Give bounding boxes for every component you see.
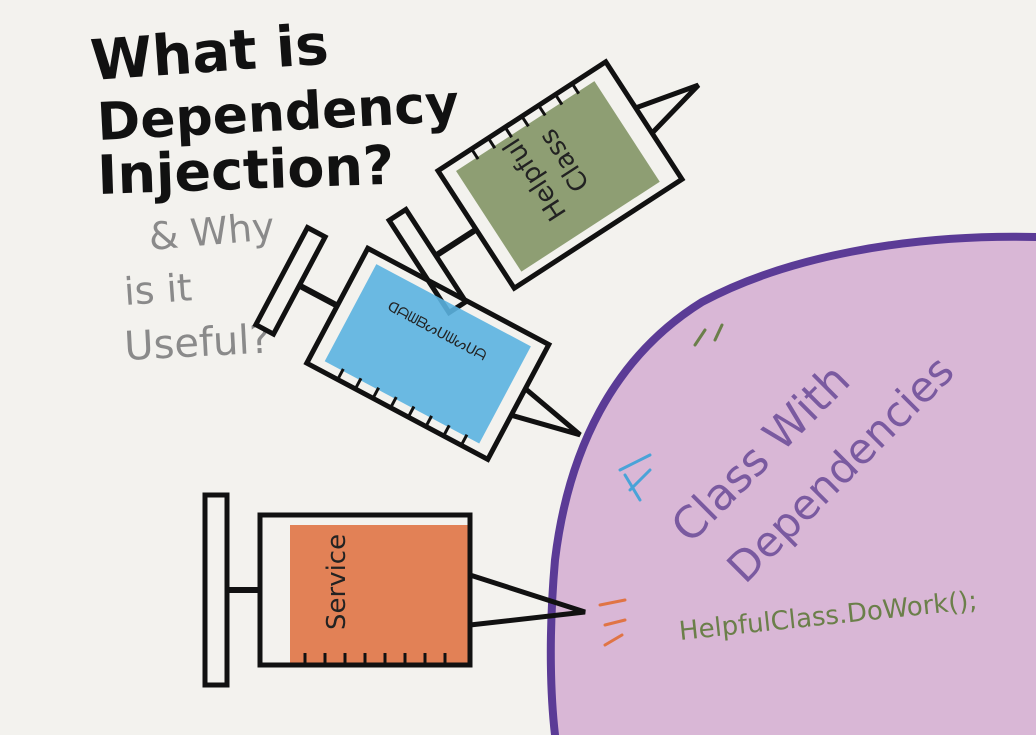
subtitle-group: & Why is it Useful? bbox=[123, 204, 277, 370]
middle-syringe: ᗡᗩᗯᗷᔕᑌᗯᔕᑌᗩ bbox=[252, 224, 582, 463]
helpful-class-syringe: Helpful Class bbox=[385, 58, 701, 317]
helpful-syringe-needle bbox=[634, 82, 701, 135]
middle-syringe-ticks bbox=[336, 368, 469, 446]
helpful-syringe-fill bbox=[456, 81, 660, 272]
service-syringe-fill bbox=[290, 525, 470, 665]
injection-marks bbox=[598, 323, 724, 647]
class-with-dependencies-blob bbox=[546, 232, 1036, 735]
helpful-syringe-plunger-rod bbox=[432, 226, 478, 260]
green-injection-mark bbox=[693, 323, 724, 347]
subtitle-line-2: is it bbox=[123, 265, 194, 314]
subtitle-line-1: & Why bbox=[147, 204, 276, 259]
blue-injection-mark bbox=[618, 453, 652, 502]
helpful-syringe-plunger-handle bbox=[385, 206, 470, 317]
middle-syringe-needle bbox=[510, 386, 582, 438]
middle-syringe-plunger-handle bbox=[252, 224, 329, 338]
orange-injection-mark bbox=[598, 598, 627, 647]
title-line-3: Injection? bbox=[96, 134, 395, 207]
service-syringe: Service bbox=[202, 492, 586, 688]
middle-syringe-fill bbox=[324, 264, 531, 444]
helpful-syringe-ticks bbox=[470, 82, 580, 160]
service-syringe-ticks bbox=[303, 653, 447, 665]
middle-syringe-plunger-rod bbox=[296, 281, 339, 309]
service-syringe-label: Service bbox=[322, 534, 352, 630]
title-group: What is Dependency Injection? bbox=[88, 13, 460, 207]
service-syringe-needle bbox=[469, 572, 586, 628]
subtitle-line-3: Useful? bbox=[123, 316, 272, 370]
service-syringe-plunger-handle bbox=[202, 492, 230, 688]
